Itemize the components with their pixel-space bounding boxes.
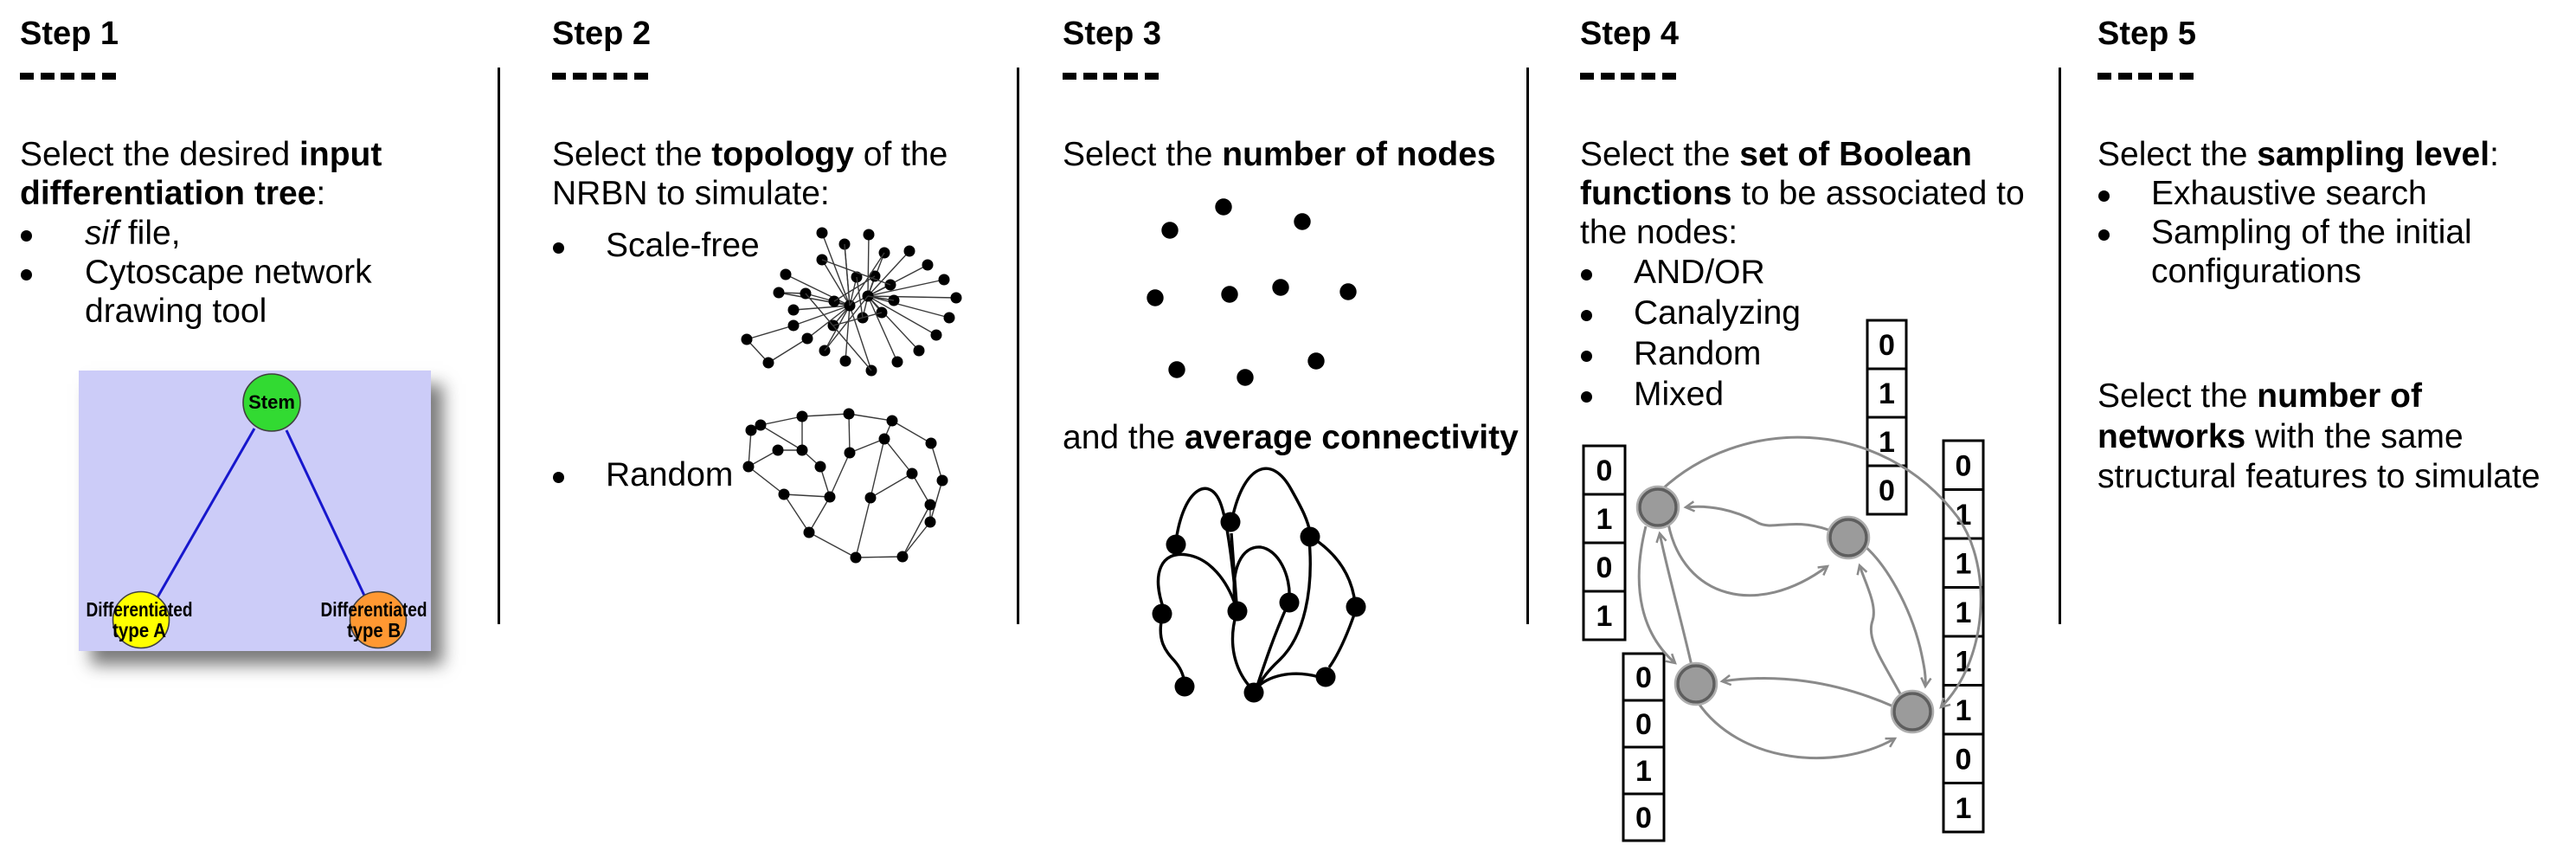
svg-text:type B: type B bbox=[347, 619, 401, 641]
svg-text:Differentiated: Differentiated bbox=[87, 598, 193, 621]
svg-text:0: 0 bbox=[1596, 551, 1613, 584]
svg-text:0: 0 bbox=[1635, 802, 1652, 835]
svg-text:1: 1 bbox=[1596, 503, 1613, 536]
svg-text:0: 0 bbox=[1879, 329, 1895, 362]
svg-text:0: 0 bbox=[1956, 743, 1972, 776]
svg-text:1: 1 bbox=[1635, 755, 1652, 788]
svg-text:1: 1 bbox=[1596, 600, 1613, 633]
svg-text:Differentiated: Differentiated bbox=[321, 598, 427, 621]
svg-text:1: 1 bbox=[1956, 694, 1972, 727]
svg-text:1: 1 bbox=[1956, 547, 1972, 580]
svg-text:Stem: Stem bbox=[248, 391, 295, 413]
svg-text:1: 1 bbox=[1956, 499, 1972, 532]
svg-text:1: 1 bbox=[1879, 426, 1895, 459]
svg-text:type A: type A bbox=[112, 619, 166, 641]
svg-text:0: 0 bbox=[1635, 708, 1652, 741]
svg-text:0: 0 bbox=[1635, 661, 1652, 694]
svg-text:1: 1 bbox=[1956, 596, 1972, 629]
svg-text:0: 0 bbox=[1956, 449, 1972, 482]
svg-text:1: 1 bbox=[1879, 377, 1895, 410]
svg-text:1: 1 bbox=[1956, 792, 1972, 825]
svg-text:0: 0 bbox=[1879, 474, 1895, 507]
svg-text:0: 0 bbox=[1596, 455, 1613, 487]
